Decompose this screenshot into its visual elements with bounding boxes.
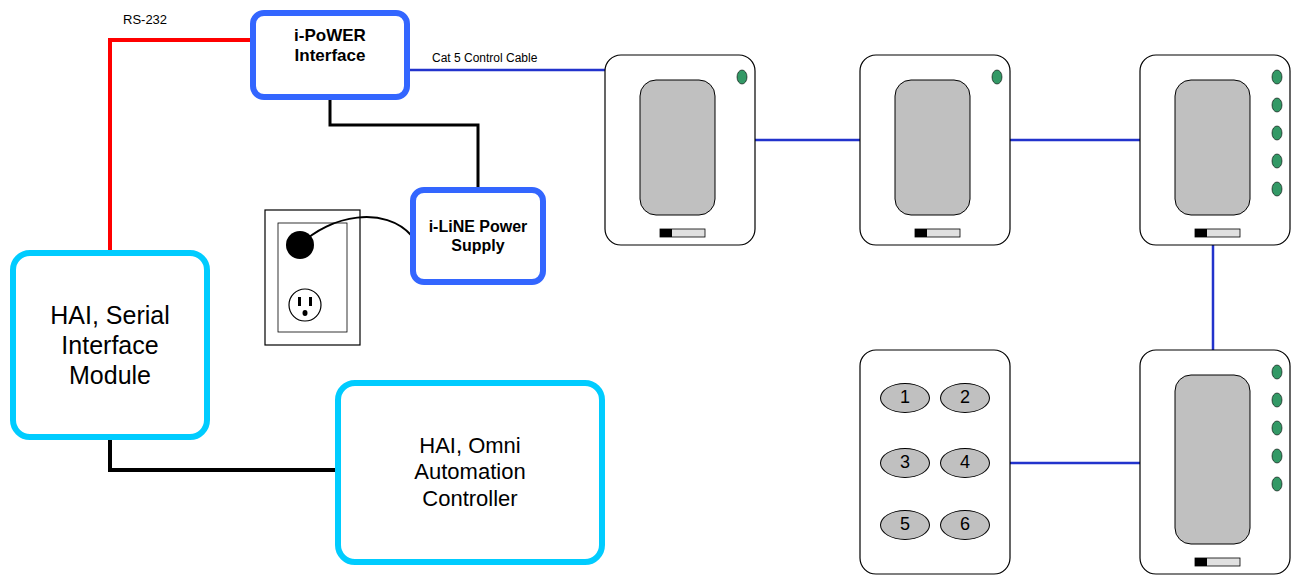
- keypad-button: 5: [880, 510, 930, 540]
- drawing-part: [1212, 245, 1215, 350]
- drawing-part: [1010, 462, 1140, 465]
- drawing-part: [309, 297, 312, 306]
- switch-body: [860, 55, 1010, 245]
- switch-body: [605, 55, 755, 245]
- node-text: 2: [960, 387, 970, 409]
- drawing-part: [303, 310, 308, 316]
- node-text: i-PoWER Interface: [273, 26, 388, 67]
- drawing-part: [1010, 139, 1140, 142]
- interface-box: i-PoWER Interface: [250, 10, 410, 100]
- cable-label: Cat 5 Control Cable: [432, 51, 537, 65]
- status-led: [1272, 477, 1282, 491]
- keypad-button: 2: [940, 383, 990, 413]
- node-text: HAI, Serial Interface Module: [28, 300, 193, 390]
- status-led: [1272, 421, 1282, 435]
- slider-knob: [1195, 558, 1207, 566]
- slider-knob: [660, 229, 672, 237]
- wall-outlet: [265, 210, 412, 345]
- drawing-part: [300, 217, 412, 245]
- drawing-part: [410, 69, 605, 72]
- node-text: 5: [900, 514, 910, 536]
- serial-link: [110, 440, 335, 470]
- node-text: 1: [900, 387, 910, 409]
- keypad-button: 6: [940, 510, 990, 540]
- switch-paddle: [1175, 375, 1250, 544]
- power-supply-box: i-LiNE Power Supply: [410, 187, 546, 285]
- status-led: [1272, 154, 1282, 168]
- drawing-part: [298, 297, 301, 306]
- status-led: [1272, 393, 1282, 407]
- slider: [915, 229, 960, 237]
- keypad-button: 3: [880, 448, 930, 478]
- wall-switches: [605, 55, 1290, 574]
- drawing-part: [860, 350, 1010, 574]
- switch-paddle: [895, 80, 970, 215]
- controller-box: HAI, Omni Automation Controller: [335, 380, 605, 565]
- switch-panel: [1140, 55, 1290, 245]
- rs232-cable: [110, 40, 250, 250]
- status-led: [1272, 98, 1282, 112]
- switch-paddle: [1175, 80, 1250, 215]
- switch-panel: [1140, 350, 1290, 574]
- status-led: [1272, 126, 1282, 140]
- node-text: 6: [960, 514, 970, 536]
- drawing-part: [265, 210, 360, 345]
- status-led: [1272, 449, 1282, 463]
- node-text: 4: [960, 452, 970, 474]
- slider-knob: [915, 229, 927, 237]
- slider: [1195, 558, 1240, 566]
- keypad-button: 1: [880, 383, 930, 413]
- serial-module-box: HAI, Serial Interface Module: [10, 250, 210, 440]
- status-led: [1272, 70, 1282, 84]
- drawing-part: [278, 223, 347, 332]
- drawing-part: [755, 139, 860, 142]
- drawing-part: [289, 289, 321, 321]
- slider: [1195, 229, 1240, 237]
- node-text: 3: [900, 452, 910, 474]
- switch-body: [1140, 350, 1290, 574]
- switch-panel: [605, 55, 755, 245]
- status-led: [1272, 182, 1282, 196]
- switch-panel: [860, 55, 1010, 245]
- switch-body: [1140, 55, 1290, 245]
- status-led: [1272, 365, 1282, 379]
- power-cable: [330, 100, 478, 187]
- switch-paddle: [640, 80, 715, 215]
- status-led: [992, 70, 1002, 84]
- node-text: i-LiNE Power Supply: [422, 217, 534, 255]
- cable-label: RS-232: [123, 12, 167, 28]
- slider-knob: [1195, 229, 1207, 237]
- slider: [660, 229, 705, 237]
- keypad-button: 4: [940, 448, 990, 478]
- keypad: [860, 350, 1010, 574]
- status-led: [737, 70, 747, 84]
- node-text: HAI, Omni Automation Controller: [395, 433, 545, 512]
